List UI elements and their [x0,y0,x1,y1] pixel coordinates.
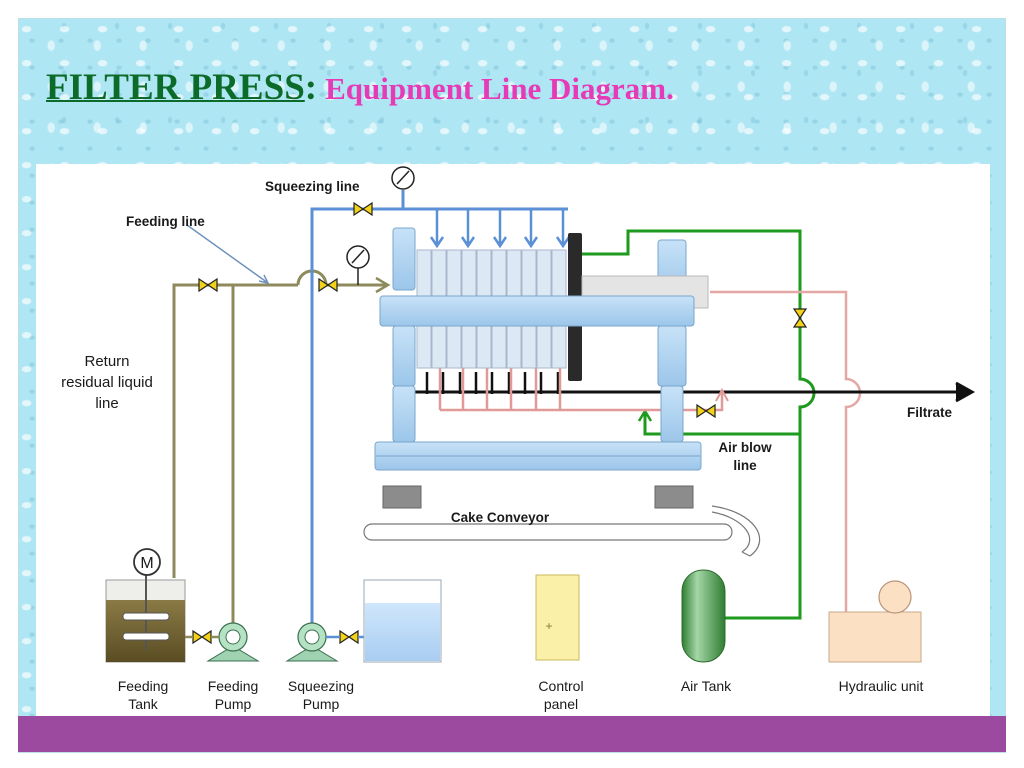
control-panel: + [535,574,580,661]
filter-press [374,227,709,509]
hydraulic-unit-label: Hydraulic unit [839,678,924,694]
feeding-line-label: Feeding line [126,214,205,229]
feeding-pump [206,622,260,662]
squeezing-pump-label-2: Pump [303,696,340,712]
squeezing-drops [429,209,571,249]
control-panel-label-2: panel [544,696,578,712]
diagram-panel: M + Squeezing line Feeding line Return r… [36,164,990,716]
plate-drains [425,372,560,394]
return-line-label-3: line [95,395,118,412]
control-panel-symbol: + [545,619,552,633]
feeding-pump-label-1: Feeding [208,678,259,694]
squeezing-line-label: Squeezing line [265,179,360,194]
filter-press-diagram: M + Squeezing line Feeding line Return r… [61,166,976,712]
air-tank-label: Air Tank [681,678,732,694]
squeezing-pump-label-1: Squeezing [288,678,354,694]
return-line-label-2: residual liquid [61,374,153,391]
title-separator: : [304,67,318,108]
diagram-labels: Squeezing line Feeding line Return resid… [61,179,952,712]
filtrate-line [415,381,976,403]
feeding-pump-label-2: Pump [215,696,252,712]
footer-bar [18,716,1006,752]
cake-conveyor [363,505,761,557]
control-panel-label-1: Control [538,678,583,694]
squeezing-water-tank [363,579,442,663]
feeding-tank [105,572,186,663]
return-residual-line [172,283,298,628]
title-main: FILTER PRESS [46,67,305,108]
squeezing-pump [285,622,339,662]
arrow-icons [186,224,270,285]
feeding-tank-label-1: Feeding [118,678,169,694]
filtrate-label: Filtrate [907,405,953,420]
air-blow-line-label-1: Air blow [718,440,772,455]
valve-icons [192,201,808,645]
slide-title: FILTER PRESS: Equipment Line Diagram. [46,66,674,109]
feeding-tank-label-2: Tank [128,696,159,712]
motor-icon: M [133,548,161,576]
title-subtitle: Equipment Line Diagram. [325,71,674,106]
motor-symbol: M [140,555,153,572]
residual-outlet-line [438,368,729,412]
return-line-label-1: Return [84,353,129,370]
air-blow-line-label-2: line [733,458,757,473]
air-tank [681,569,726,663]
cake-conveyor-label: Cake Conveyor [451,510,550,525]
hydraulic-unit [828,580,922,663]
squeezing-line [310,190,568,630]
pressure-gauge-icon [346,166,415,285]
